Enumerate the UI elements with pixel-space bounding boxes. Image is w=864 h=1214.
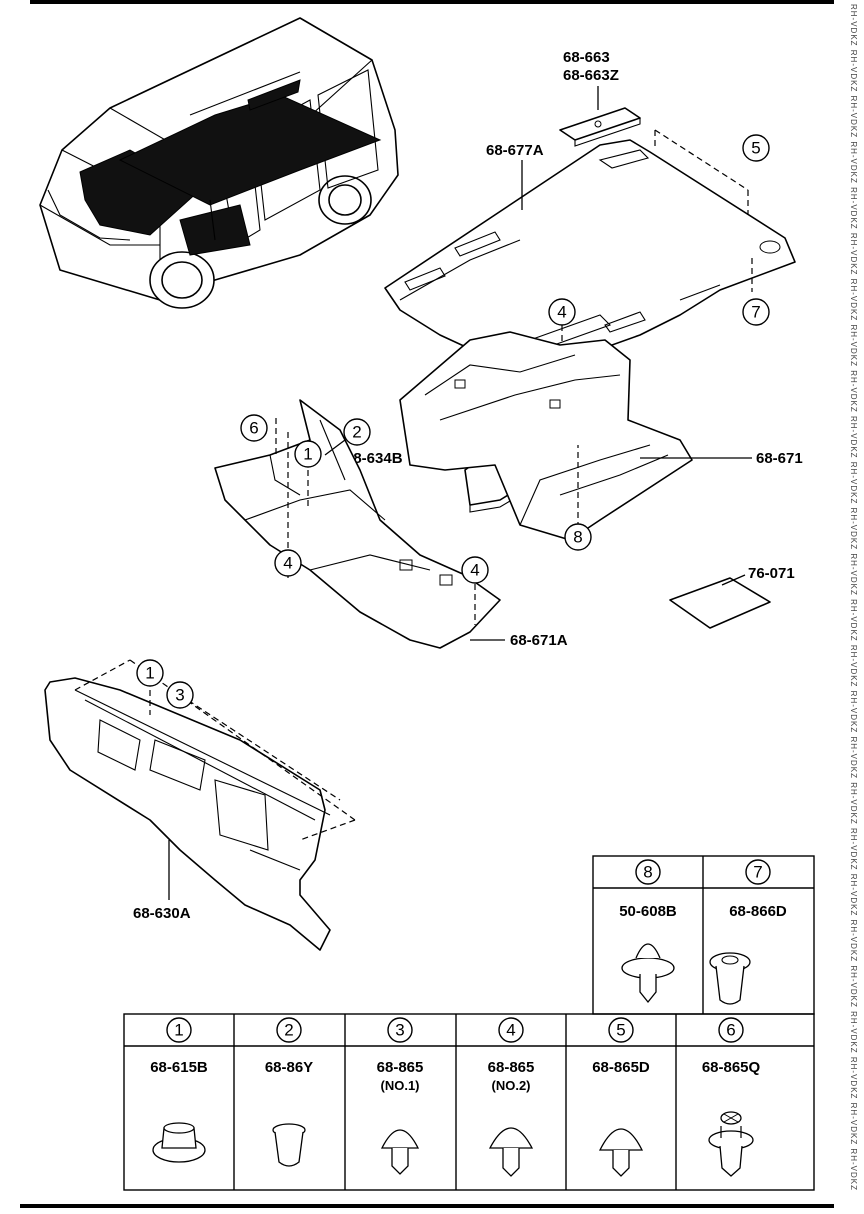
table-cell-4: 4 68-865 (NO.2) (488, 1017, 535, 1177)
fastener-table-bottom (123, 1013, 815, 1191)
push-clip-icon (380, 1129, 420, 1175)
table-cell-8: 8 50-608B (619, 859, 677, 1004)
svg-text:1: 1 (145, 664, 154, 683)
table-cell-6: 6 68-865Q (702, 1017, 761, 1177)
callout-3: 3 (166, 681, 194, 709)
label-68-630A: 68-630A (133, 905, 191, 922)
margin-strip-text: RH-VDKZ RH-VDKZ RH-VDKZ RH-VDKZ RH-VDKZ … (849, 4, 858, 1194)
svg-text:4: 4 (506, 1021, 515, 1040)
part-68-630A (44, 659, 356, 951)
part-76-071 (669, 574, 771, 629)
fastener-table-top (592, 855, 815, 1015)
svg-text:8: 8 (643, 863, 652, 882)
part-68-86Y-label: 68-86Y (265, 1059, 313, 1076)
label-68-663: 68-663 (563, 49, 610, 66)
table-cell-7: 7 68-866D (709, 859, 787, 1005)
svg-text:4: 4 (557, 303, 566, 322)
part-68-865-no1-label: 68-865 (377, 1059, 424, 1076)
grommet-icon (272, 1123, 306, 1167)
part-68-865-no1-sub: (NO.1) (381, 1078, 420, 1093)
label-68-663Z: 68-663Z (563, 67, 619, 84)
part-68-677A (384, 129, 796, 375)
svg-text:3: 3 (175, 686, 184, 705)
svg-text:6: 6 (249, 419, 258, 438)
callout-1-dash: 1 (136, 659, 164, 687)
table-cell-1: 1 68-615B (150, 1017, 208, 1163)
table-cell-5: 5 68-865D (592, 1017, 650, 1177)
part-68-866D-label: 68-866D (729, 903, 787, 920)
callout-4-lower: 4 (461, 556, 489, 584)
svg-text:3: 3 (395, 1021, 404, 1040)
callout-4-upper: 4 (274, 549, 302, 577)
svg-text:2: 2 (352, 423, 361, 442)
callout-2: 2 (343, 418, 371, 446)
label-68-634B: 68-634B (345, 450, 403, 467)
label-76-071: 76-071 (748, 565, 795, 582)
svg-text:1: 1 (174, 1021, 183, 1040)
part-68-865-no2-sub: (NO.2) (492, 1078, 531, 1093)
screw-grommet-icon (709, 952, 751, 1005)
svg-text:4: 4 (283, 554, 292, 573)
label-68-671A: 68-671A (510, 632, 568, 649)
svg-text:8: 8 (573, 528, 582, 547)
svg-text:2: 2 (284, 1021, 293, 1040)
push-clip-icon (621, 943, 675, 1004)
svg-text:4: 4 (470, 561, 479, 580)
part-68-671A (214, 399, 505, 649)
callout-1-floor: 1 (294, 440, 322, 468)
van-illustration (39, 17, 399, 309)
label-68-671: 68-671 (756, 450, 803, 467)
part-68-671 (399, 331, 752, 548)
nut-clip-icon (152, 1122, 206, 1163)
svg-text:5: 5 (616, 1021, 625, 1040)
svg-text:6: 6 (726, 1021, 735, 1040)
push-clip-icon (488, 1127, 534, 1177)
callout-8: 8 (564, 523, 592, 551)
svg-text:5: 5 (751, 139, 760, 158)
part-68-615B-label: 68-615B (150, 1059, 208, 1076)
screw-clip-icon (708, 1111, 754, 1177)
part-68-865Q-label: 68-865Q (702, 1059, 761, 1076)
callout-4-mat: 4 (548, 298, 576, 326)
part-68-663 (559, 86, 641, 147)
callout-7: 7 (742, 298, 770, 326)
callout-5: 5 (742, 134, 770, 162)
table-cell-3: 3 68-865 (NO.1) (377, 1017, 424, 1175)
label-68-677A: 68-677A (486, 142, 544, 159)
callout-6: 6 (240, 414, 268, 442)
svg-text:1: 1 (303, 445, 312, 464)
svg-text:7: 7 (751, 303, 760, 322)
margin-strip: RH-VDKZ RH-VDKZ RH-VDKZ RH-VDKZ RH-VDKZ … (844, 4, 858, 1194)
part-68-865-no2-label: 68-865 (488, 1059, 535, 1076)
part-68-865D-label: 68-865D (592, 1059, 650, 1076)
push-clip-icon (598, 1128, 644, 1177)
part-50-608B-label: 50-608B (619, 903, 677, 920)
table-cell-2: 2 68-86Y (265, 1017, 313, 1167)
svg-text:7: 7 (753, 863, 762, 882)
